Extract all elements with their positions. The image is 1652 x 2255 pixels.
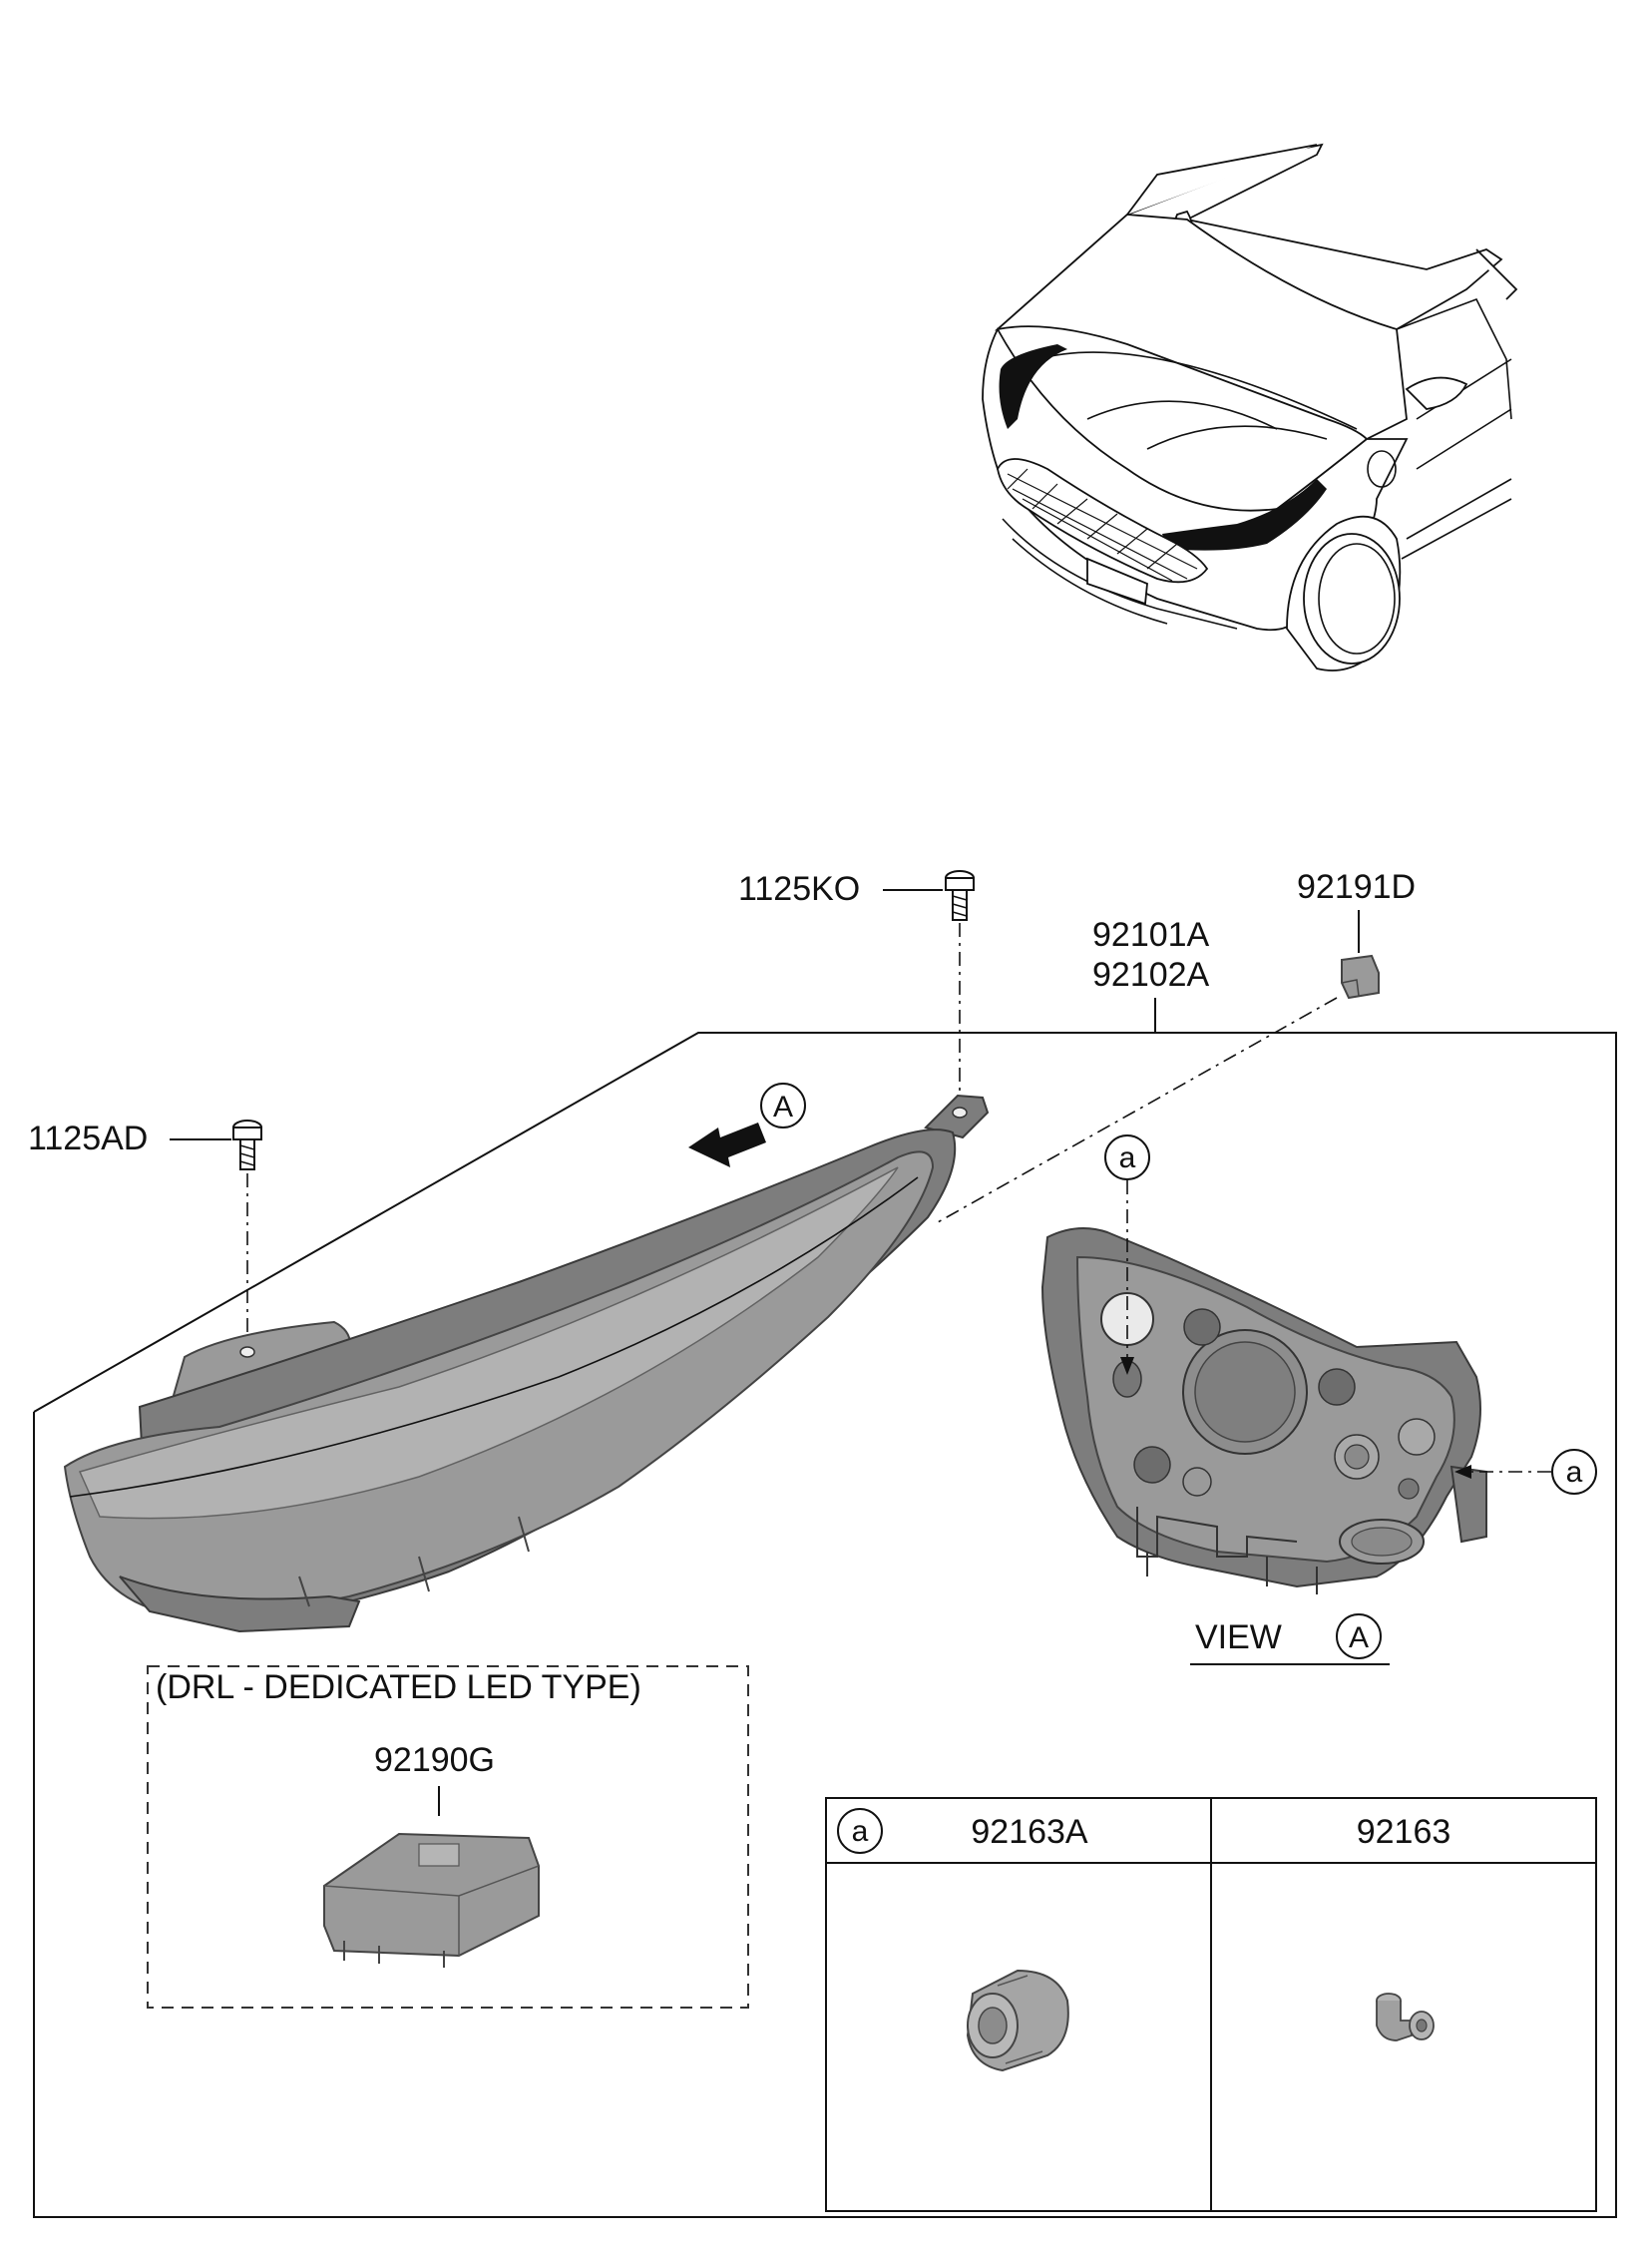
view-A-illustration [1040,1227,1487,1594]
clip-guide [937,997,1338,1223]
label-92190G: 92190G [374,1741,495,1779]
headlamp-assembly [63,1094,990,1633]
vehicle-location-illustration [982,143,1518,672]
view-text: VIEW [1195,1618,1282,1656]
grille-pattern [1007,468,1198,582]
drl-section: (DRL - DEDICATED LED TYPE) 92190G [147,1665,749,2009]
screw-1125AD-icon [232,1120,262,1170]
main-frame [33,1032,1617,2218]
label-92101A: 92101A [1092,916,1210,954]
parts-table: a 92163A 92163 [825,1797,1597,2212]
detail-marker-a-top: a [1104,1134,1150,1375]
table-header-92163: 92163 [1357,1813,1451,1851]
clip-92191D-icon [1341,954,1380,1000]
label-1125KO: 1125KO [738,870,860,908]
label-1125AD: 1125AD [28,1120,148,1157]
svg-text:a: a [1566,1456,1583,1489]
view-A-caption: VIEW A [1190,1613,1390,1665]
view-marker-A: A [1349,1621,1369,1654]
table-marker: a [852,1815,869,1848]
label-92191D: 92191D [1297,868,1416,906]
arrow-marker-A: A [773,1091,793,1124]
table-marker-circle [837,1808,883,1854]
cap-92163-icon [1376,1993,1435,2041]
detail-marker-a-right: a [1454,1449,1597,1495]
label-92102A: 92102A [1092,956,1210,994]
drl-title: (DRL - DEDICATED LED TYPE) [156,1668,641,1706]
grommet-92163A-icon [966,1969,1069,2072]
screw-1125KO-icon [945,870,975,921]
table-header-92163A: 92163A [971,1813,1088,1851]
svg-text:a: a [1119,1141,1136,1174]
view-direction-arrow: A [688,1083,806,1167]
drl-module-icon [323,1832,540,1968]
